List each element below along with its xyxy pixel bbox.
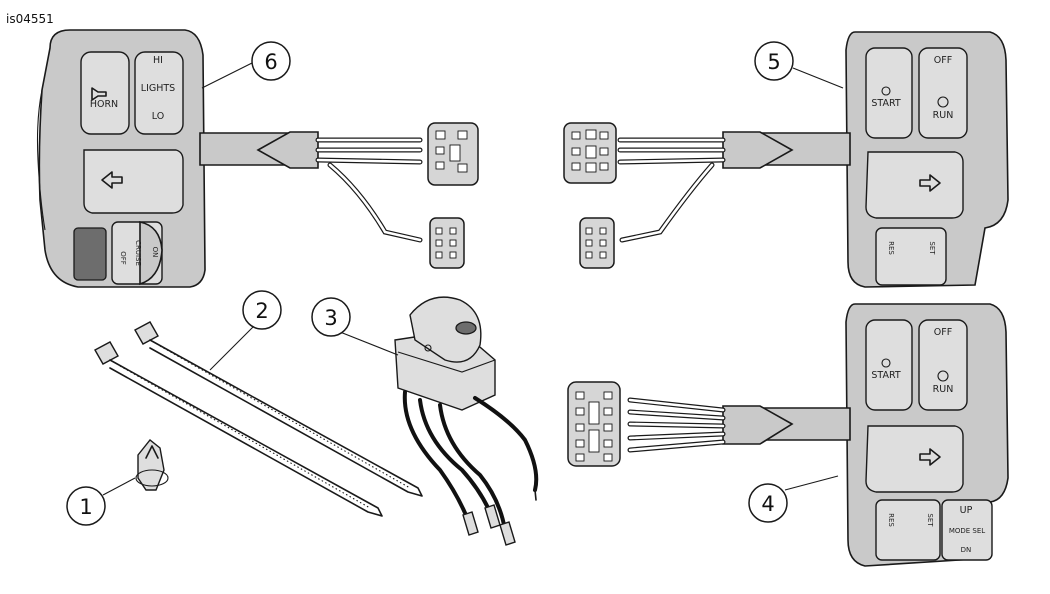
right-switch-housing-lower: START OFF RUN RES SET UP MODE SEL DN [567, 303, 1009, 567]
res-label-upper: RES [887, 241, 895, 255]
res-label-lower: RES [887, 513, 895, 527]
horn-label: HORN [90, 99, 118, 110]
leader-3 [334, 329, 399, 356]
cruise-off-label: OFF [119, 251, 127, 265]
cruise-on-label: ON [151, 247, 159, 258]
callout-2: 2 [242, 290, 282, 330]
svg-text:2: 2 [255, 299, 268, 323]
leader-2 [209, 324, 256, 371]
off-label-lower: OFF [934, 327, 952, 338]
dn-label: DN [961, 546, 972, 554]
run-label-lower: RUN [933, 384, 954, 395]
lights-label: LIGHTS [141, 83, 175, 94]
leader-6 [201, 62, 253, 89]
cable-ties [94, 321, 423, 517]
svg-text:3: 3 [324, 306, 337, 330]
leader-4 [784, 475, 839, 491]
svg-text:4: 4 [761, 492, 774, 516]
svg-text:5: 5 [767, 50, 780, 74]
svg-text:6: 6 [264, 50, 277, 74]
callout-6: 6 [251, 41, 291, 81]
set-label-upper: SET [928, 241, 936, 255]
callout-5: 5 [754, 41, 794, 81]
callout-4: 4 [748, 483, 788, 523]
off-label-upper: OFF [934, 55, 952, 66]
set-label-lower: SET [926, 513, 934, 527]
left-switch-housing: HORN HI LIGHTS LO OFF CRUISE ON [36, 29, 479, 288]
wire-clip [135, 439, 169, 491]
figure-id: is04551 [6, 12, 54, 26]
leader-5 [792, 67, 844, 89]
lo-label: LO [152, 111, 164, 122]
up-label: UP [960, 505, 973, 516]
start-label-upper: START [871, 98, 901, 109]
svg-text:1: 1 [79, 495, 92, 519]
switch-module [394, 296, 539, 546]
right-switch-housing-upper: START OFF RUN RES SET [563, 31, 1009, 288]
callout-3: 3 [311, 297, 351, 337]
cruise-label: CRUISE [134, 240, 142, 266]
leader-1 [102, 477, 136, 496]
mode-sel-label: MODE SEL [949, 527, 985, 535]
callout-1: 1 [66, 486, 106, 526]
start-label-lower: START [871, 370, 901, 381]
hi-label: HI [153, 55, 163, 66]
run-label-upper: RUN [933, 110, 954, 121]
